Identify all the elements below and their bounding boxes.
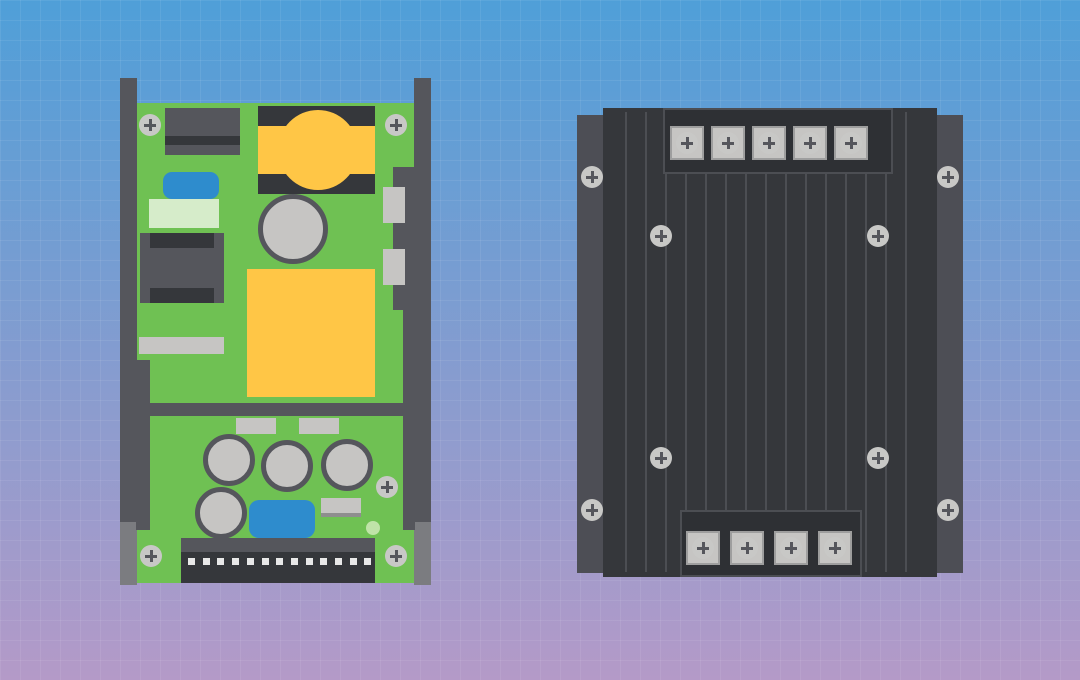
screw-icon xyxy=(581,499,603,521)
screw-icon xyxy=(581,166,603,188)
screw-icon xyxy=(780,537,802,559)
heat-sink-fin xyxy=(625,112,627,572)
connector-block xyxy=(165,108,240,155)
left-mount-plate xyxy=(577,115,605,573)
small-chip xyxy=(321,498,361,517)
heat-sink-fin xyxy=(885,112,887,572)
heat-sink-icon xyxy=(603,108,937,577)
inner-left-post xyxy=(136,360,150,530)
terminal-icon xyxy=(686,531,720,565)
led xyxy=(366,521,380,535)
side-heatsink xyxy=(383,167,415,310)
screw-icon xyxy=(376,476,398,498)
heat-sink-fin xyxy=(785,112,787,572)
screw-icon xyxy=(758,132,780,154)
screw-icon xyxy=(840,132,862,154)
terminal-icon xyxy=(752,126,786,160)
heat-sink-fin xyxy=(845,112,847,572)
heat-sink-fin xyxy=(865,112,867,572)
screw-icon xyxy=(692,537,714,559)
capacitor xyxy=(203,434,255,486)
right-rail-foot xyxy=(414,522,431,585)
terminal-pin xyxy=(305,558,313,565)
screw-icon xyxy=(676,132,698,154)
screw-icon xyxy=(937,499,959,521)
yellow-relay xyxy=(247,269,375,397)
terminal-strip xyxy=(181,538,375,583)
terminal-pin xyxy=(276,558,284,565)
heat-sink-fin xyxy=(725,112,727,572)
transistor xyxy=(236,418,276,434)
blue-capacitor xyxy=(163,172,219,199)
screw-icon xyxy=(650,225,672,247)
terminal-pin xyxy=(232,558,240,565)
light-component xyxy=(149,199,219,228)
left-rail-foot xyxy=(120,522,137,585)
screw-icon xyxy=(937,166,959,188)
terminal-pin xyxy=(364,558,372,565)
terminal-pin xyxy=(290,558,298,565)
terminal-pin xyxy=(349,558,357,565)
screw-icon xyxy=(736,537,758,559)
terminal-pin xyxy=(202,558,210,565)
terminal-icon xyxy=(834,126,868,160)
terminal-icon xyxy=(730,531,764,565)
screw-icon xyxy=(824,537,846,559)
divider-bar xyxy=(136,403,415,416)
large-capacitor xyxy=(258,194,328,264)
transformer xyxy=(258,106,375,194)
terminal-icon xyxy=(793,126,827,160)
right-rail xyxy=(414,78,431,585)
blue-capacitor xyxy=(249,500,315,538)
terminal-icon xyxy=(774,531,808,565)
screw-icon xyxy=(139,114,161,136)
heat-sink-fin xyxy=(765,112,767,572)
inductor xyxy=(140,233,224,303)
heat-sink-fin xyxy=(745,112,747,572)
terminal-icon xyxy=(818,531,852,565)
terminal-pin xyxy=(217,558,225,565)
terminal-pin xyxy=(188,558,195,565)
capacitor xyxy=(321,439,373,491)
heat-sink-fin xyxy=(805,112,807,572)
heat-sink-fin xyxy=(645,112,647,572)
terminal-icon xyxy=(711,126,745,160)
right-mount-plate xyxy=(935,115,963,573)
heat-sink-fin xyxy=(665,112,667,572)
transistor xyxy=(299,418,339,434)
heat-sink-fin xyxy=(905,112,907,572)
terminal-pin xyxy=(261,558,269,565)
capacitor xyxy=(261,440,313,492)
screw-icon xyxy=(867,447,889,469)
screw-icon xyxy=(140,545,162,567)
screw-icon xyxy=(867,225,889,247)
left-rail xyxy=(120,78,137,585)
heat-sink-fin xyxy=(705,112,707,572)
inner-right-post xyxy=(403,300,415,530)
heat-sink-fin xyxy=(685,112,687,572)
screw-icon xyxy=(799,132,821,154)
gray-resistor xyxy=(139,337,224,354)
screw-icon xyxy=(385,114,407,136)
terminal-icon xyxy=(670,126,704,160)
heat-sink-fin xyxy=(825,112,827,572)
terminal-pin xyxy=(335,558,342,565)
terminal-pin xyxy=(320,558,328,565)
screw-icon xyxy=(717,132,739,154)
screw-icon xyxy=(650,447,672,469)
terminal-pin xyxy=(246,558,254,565)
capacitor xyxy=(195,487,247,539)
screw-icon xyxy=(385,545,407,567)
